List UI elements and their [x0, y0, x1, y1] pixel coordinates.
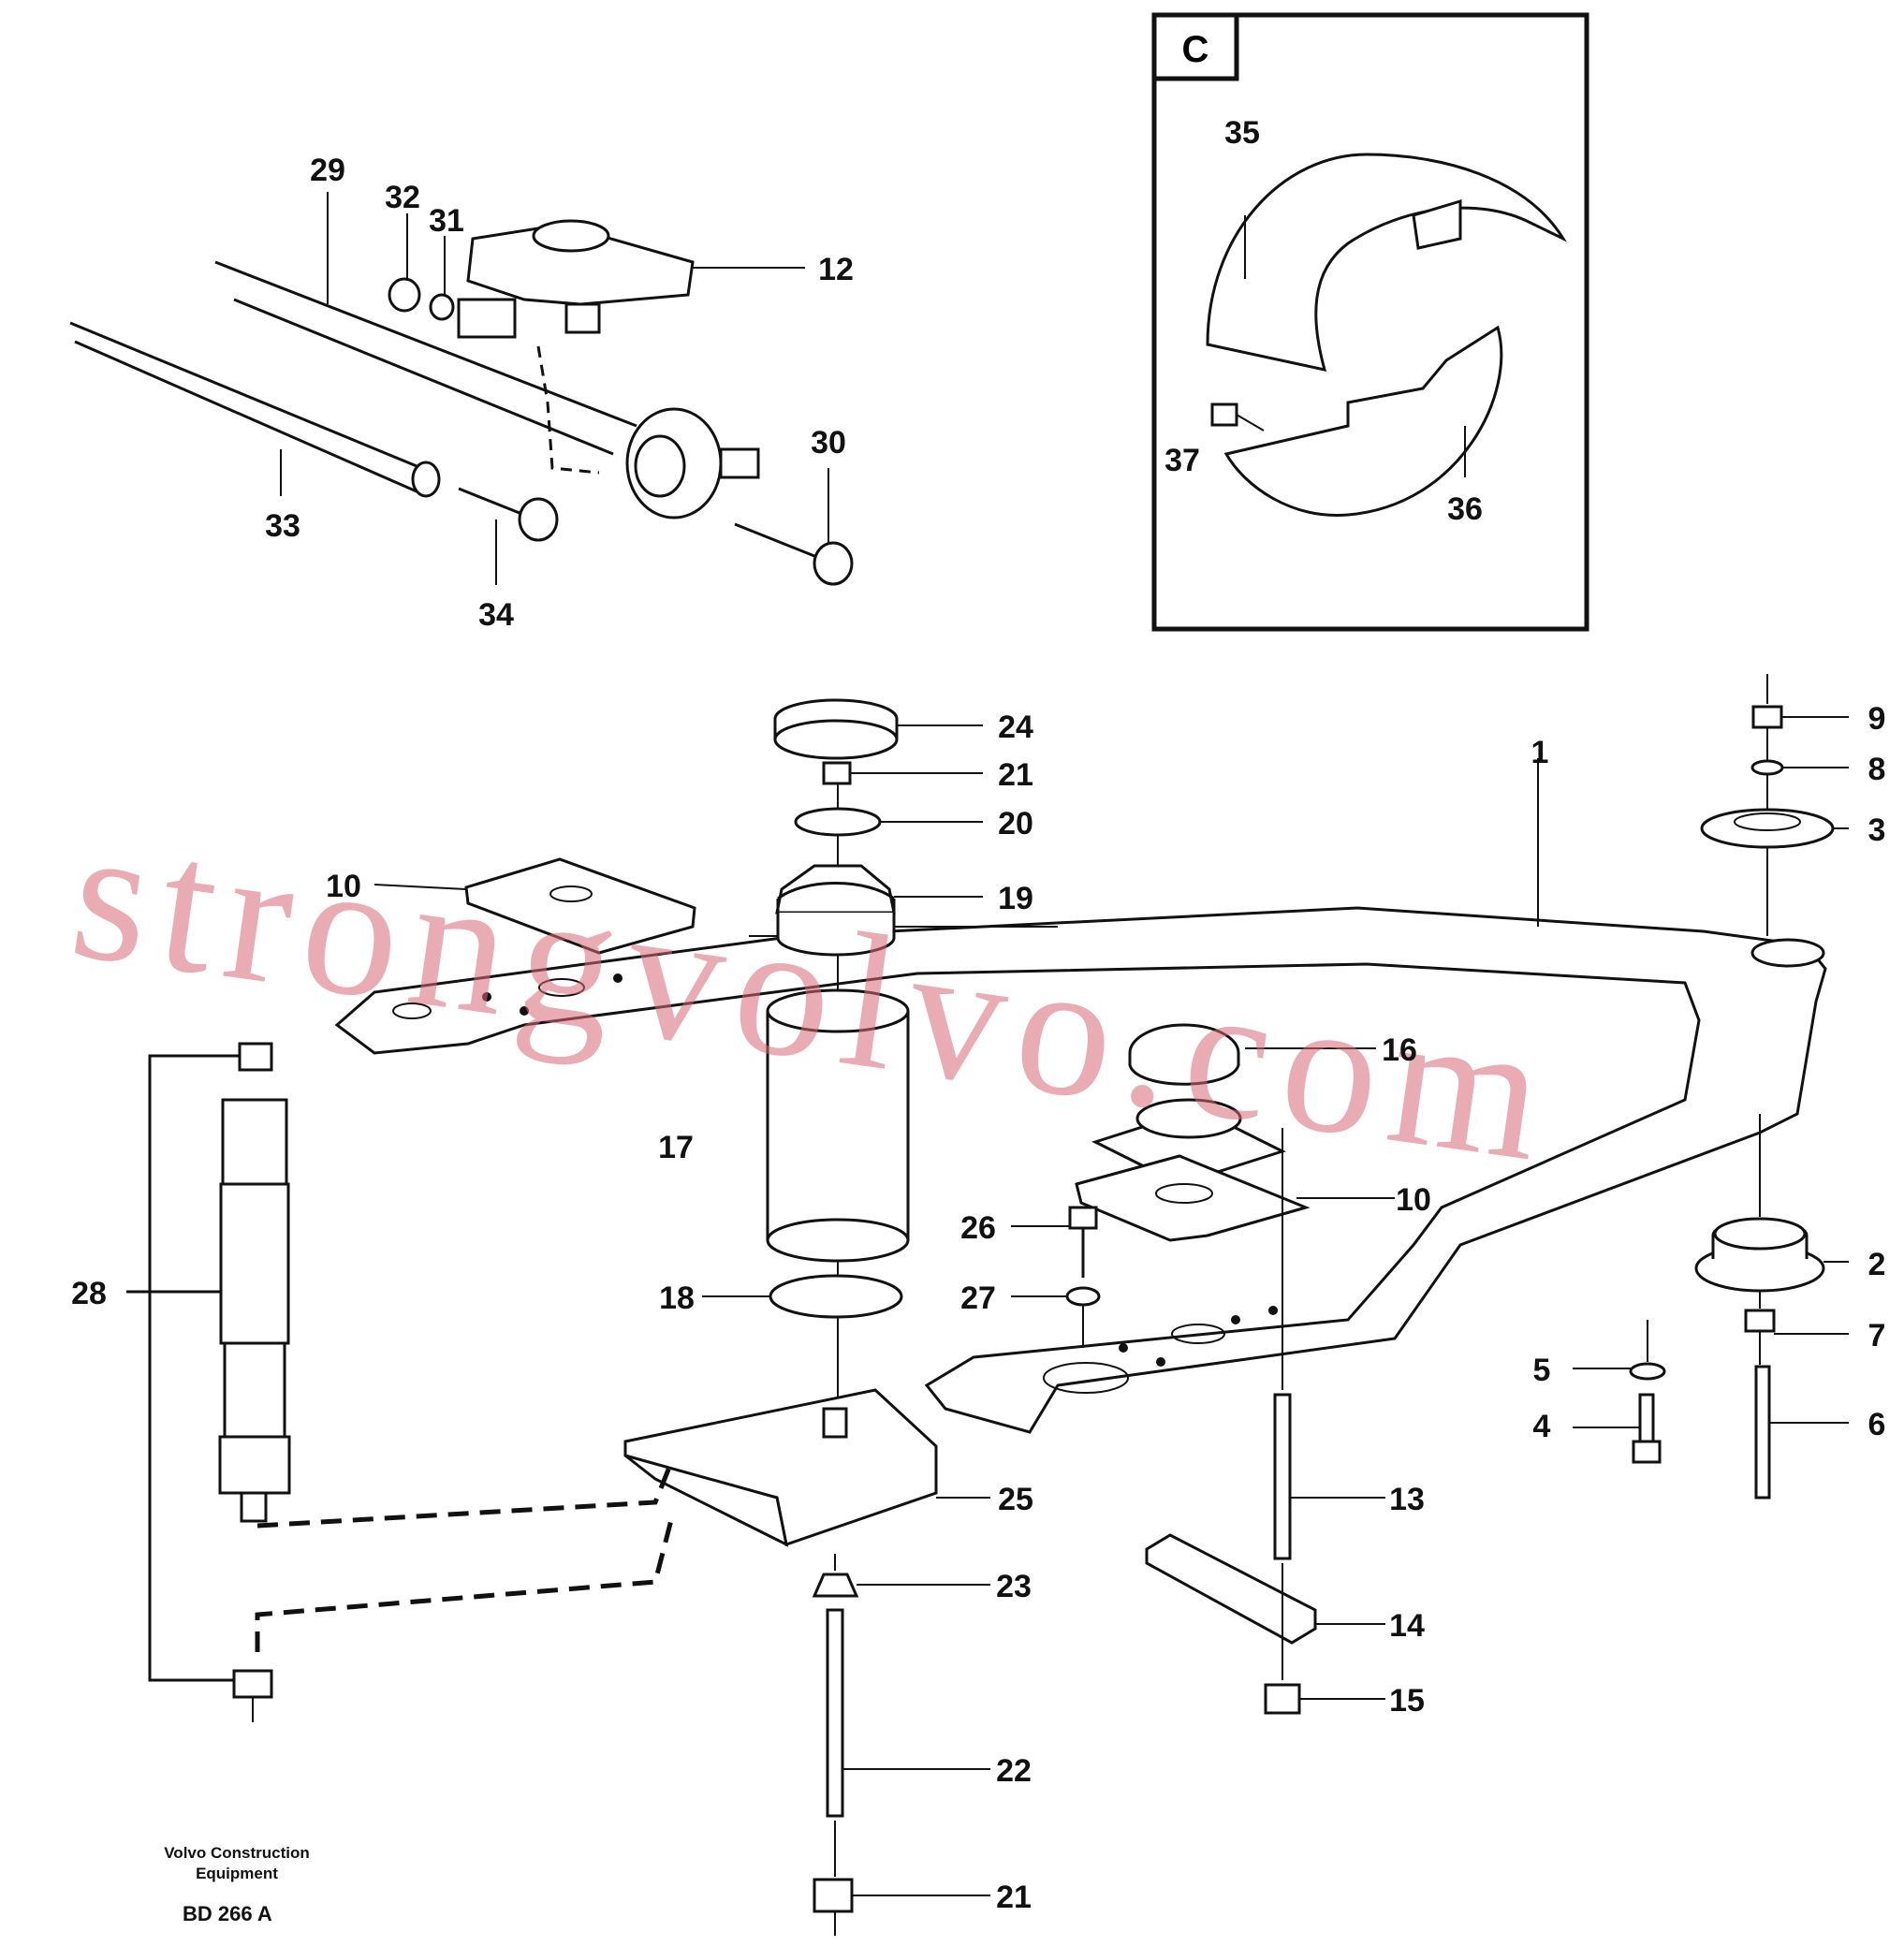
cone-19 — [777, 882, 895, 900]
washer-18 — [769, 1274, 903, 1319]
drawing-code: BD 266 A — [183, 1902, 272, 1925]
callout-12: 12 — [818, 252, 854, 287]
lock-washer-5 — [1629, 1362, 1666, 1381]
callout-22: 22 — [996, 1753, 1032, 1789]
flange-3 — [1700, 808, 1835, 849]
callout-13: 13 — [1389, 1482, 1425, 1517]
leader-lines — [373, 716, 1849, 1896]
callout-35: 35 — [1224, 115, 1260, 151]
callout-2: 2 — [1868, 1247, 1886, 1282]
callout-21-top: 21 — [998, 757, 1033, 793]
detail-box-c: C — [1151, 12, 1589, 632]
callout-1: 1 — [1531, 735, 1549, 770]
nut-9 — [1751, 705, 1783, 729]
frame-pivot-hole — [1750, 938, 1825, 968]
callout-5: 5 — [1533, 1353, 1551, 1388]
nut-21-bottom — [813, 1878, 854, 1913]
shock-top-nut — [238, 1042, 273, 1072]
callout-17: 17 — [658, 1130, 694, 1165]
callout-31: 31 — [429, 203, 464, 239]
callout-24: 24 — [998, 710, 1033, 745]
upper-axle-assembly — [69, 192, 854, 586]
callout-16: 16 — [1382, 1032, 1417, 1068]
callout-14: 14 — [1389, 1608, 1425, 1644]
plate-10-center — [1075, 1154, 1311, 1242]
callout-29: 29 — [310, 153, 345, 188]
guard-plate-36 — [1223, 325, 1503, 517]
curved-guard-35 — [1206, 153, 1567, 372]
main-frame-1 — [334, 758, 1827, 1434]
bolt-34 — [518, 497, 559, 542]
cap-24 — [773, 719, 899, 760]
washer-20 — [794, 807, 882, 837]
washer-8 — [1750, 759, 1784, 776]
callout-27: 27 — [960, 1280, 996, 1316]
callout-10-center: 10 — [1396, 1182, 1431, 1218]
callout-33: 33 — [265, 508, 300, 544]
callout-36: 36 — [1447, 491, 1483, 527]
bolt-26 — [1068, 1206, 1098, 1230]
callout-7: 7 — [1868, 1318, 1886, 1353]
callout-23: 23 — [996, 1569, 1032, 1604]
detail-box-label: C — [1182, 29, 1209, 70]
callout-9: 9 — [1868, 701, 1886, 737]
tube-end-33 — [411, 461, 441, 498]
threaded-rod-13 — [1273, 1393, 1292, 1560]
bolt-30 — [813, 541, 854, 586]
callout-19: 19 — [998, 881, 1033, 916]
bolt-4 — [1632, 1440, 1662, 1464]
footer-credit: Volvo Construction Equipment BD 266 A — [164, 1844, 310, 1925]
cap-16 — [1128, 1053, 1240, 1086]
cone-nut-23 — [812, 1573, 859, 1598]
callout-32: 32 — [385, 180, 420, 215]
callout-30: 30 — [811, 425, 846, 461]
callout-4: 4 — [1533, 1409, 1551, 1444]
callout-34: 34 — [478, 597, 514, 633]
callout-10-left: 10 — [326, 869, 361, 904]
callout-37: 37 — [1164, 443, 1200, 478]
shock-absorber-28 — [126, 1042, 675, 1722]
callout-25: 25 — [998, 1482, 1033, 1517]
callout-15: 15 — [1389, 1683, 1425, 1719]
callout-20: 20 — [998, 806, 1033, 841]
channel-bracket-14 — [1145, 1533, 1317, 1645]
shock-bottom-nut — [232, 1669, 273, 1699]
washer-31 — [429, 293, 455, 321]
callout-26: 26 — [960, 1210, 996, 1246]
callout-18: 18 — [659, 1280, 695, 1316]
right-pivot-stack — [1629, 674, 1835, 1500]
callout-6: 6 — [1868, 1407, 1886, 1442]
callout-21-bottom: 21 — [996, 1880, 1032, 1915]
nut-7 — [1744, 1309, 1776, 1333]
plate-10-left — [464, 857, 696, 955]
callout-8: 8 — [1868, 752, 1886, 787]
threaded-rod-22 — [826, 1608, 844, 1818]
nut-21-top — [822, 761, 852, 785]
callout-3: 3 — [1868, 812, 1886, 848]
bolt-37 — [1210, 402, 1238, 427]
nut-32 — [388, 277, 421, 313]
stud-6 — [1754, 1365, 1771, 1500]
footer-line-2: Equipment — [196, 1865, 278, 1882]
lower-bracket-assembly — [623, 1388, 938, 1936]
callout-numbers: 1 2 3 4 5 6 7 8 9 10 10 12 13 14 15 16 1… — [71, 115, 1885, 1915]
washer-27 — [1065, 1286, 1101, 1307]
callout-28: 28 — [71, 1276, 107, 1311]
nut-15 — [1264, 1683, 1301, 1715]
guard-bracket — [1412, 198, 1462, 250]
footer-line-1: Volvo Construction — [164, 1844, 310, 1862]
